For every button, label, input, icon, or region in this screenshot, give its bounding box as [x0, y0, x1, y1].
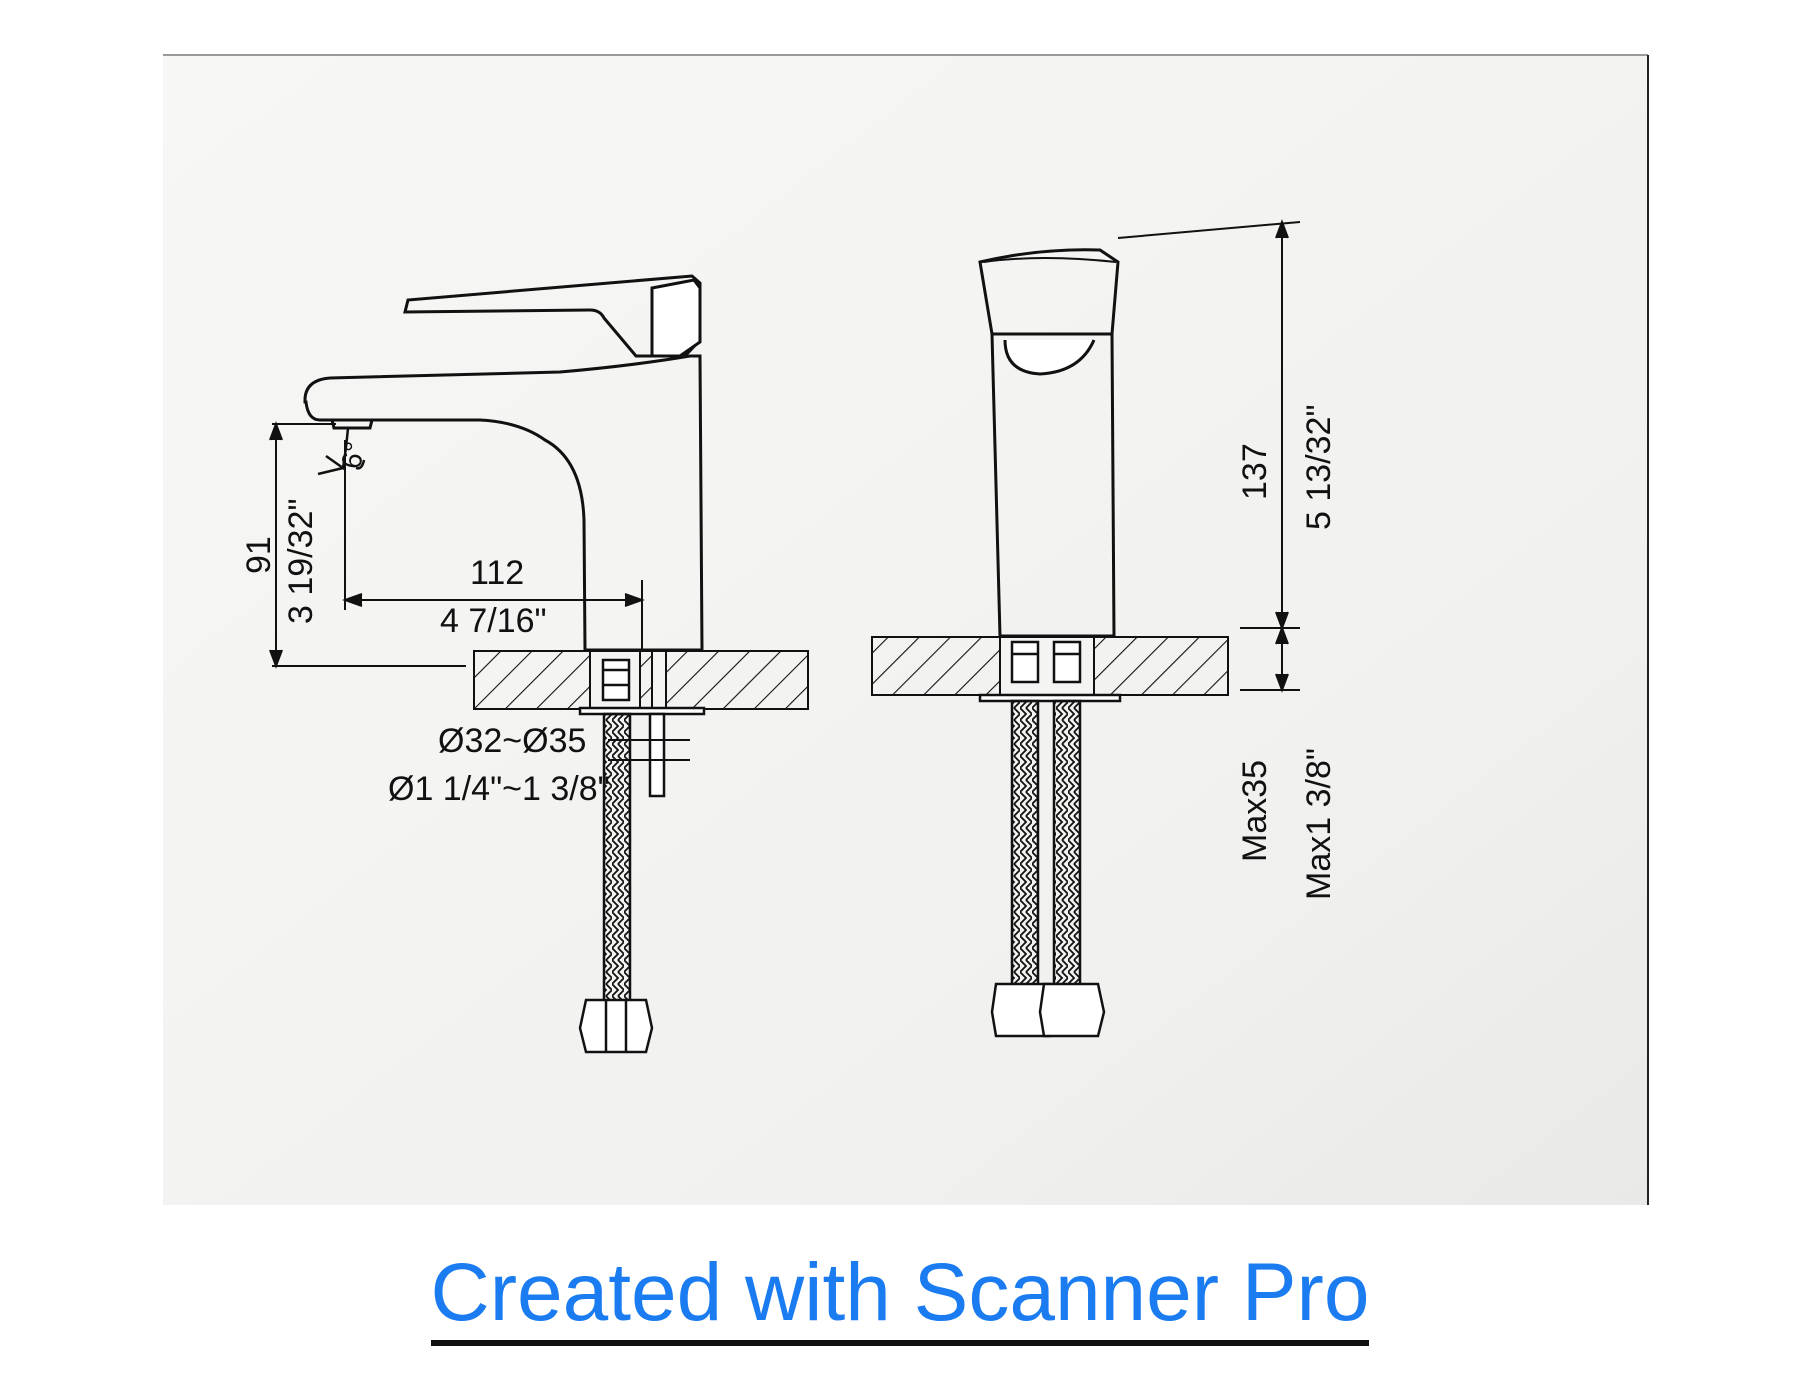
spout-reach-mm: 112 [470, 554, 524, 592]
total-height-in: 5 13/32" [1300, 404, 1338, 530]
created-with-scanner-pro-link[interactable]: Created with Scanner Pro [430, 1247, 1370, 1346]
spout-height-in: 3 19/32" [282, 498, 320, 624]
spout-reach-in: 4 7/16" [440, 602, 547, 640]
side-view [303, 274, 704, 652]
hole-diameter-in: Ø1 1/4"~1 3/8" [388, 770, 610, 808]
deck-thickness-mm: Max35 [1236, 760, 1274, 862]
deck-thickness-in: Max1 3/8" [1300, 748, 1338, 900]
side-lever-cap [650, 278, 702, 358]
front-top-dim-line [1117, 221, 1301, 239]
front-hoses [978, 640, 1122, 1038]
paper-background [163, 55, 1648, 1205]
hole-diameter-mm: Ø32~Ø35 [438, 722, 586, 760]
angle-label: 6° [335, 439, 370, 471]
front-lever [978, 248, 1120, 336]
front-lever-window [1003, 339, 1096, 376]
side-body [303, 354, 704, 652]
right-dimension-lines [1240, 219, 1300, 693]
faucet-drawing: 112 4 7/16" 91 3 19/32" 6° Ø32~Ø35 Ø1 1/… [163, 54, 1649, 1205]
scanner-pro-footer: Created with Scanner Pro [0, 1247, 1800, 1346]
side-hose [578, 658, 706, 1054]
total-height-mm: 137 [1236, 443, 1274, 500]
left-dimension-lines [269, 421, 690, 761]
spout-height-mm: 91 [240, 536, 278, 574]
front-lever-top [983, 257, 1117, 263]
deck-hole-rod [651, 650, 667, 710]
